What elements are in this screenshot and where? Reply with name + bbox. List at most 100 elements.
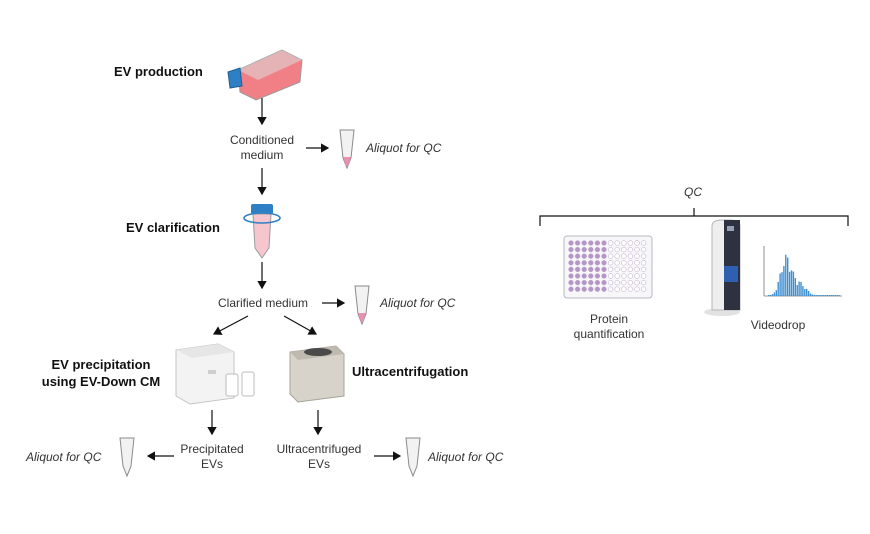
plate-well bbox=[614, 273, 620, 279]
plate-well bbox=[581, 273, 587, 279]
plate-well bbox=[627, 240, 634, 246]
plate-well bbox=[568, 286, 574, 292]
plate-well bbox=[581, 253, 587, 259]
plate-well bbox=[607, 286, 614, 292]
plate-well bbox=[581, 286, 587, 292]
plate-well bbox=[627, 246, 634, 253]
histogram-bar bbox=[838, 295, 840, 296]
centrifuge-tube-icon bbox=[243, 204, 281, 259]
plate-well bbox=[574, 260, 581, 266]
plate-well bbox=[574, 273, 581, 279]
qc-videodrop: Videodrop bbox=[750, 318, 806, 332]
plate-well bbox=[614, 266, 620, 273]
label-ev-clarification: EV clarification bbox=[126, 220, 220, 235]
histogram-bar bbox=[787, 257, 789, 296]
plate-well bbox=[614, 279, 620, 286]
microtube-icon bbox=[339, 129, 355, 170]
plate-well bbox=[594, 286, 601, 292]
plate-well bbox=[568, 253, 574, 259]
plate-well bbox=[607, 246, 614, 253]
plate-well bbox=[601, 240, 607, 246]
histogram-bar bbox=[825, 295, 827, 296]
plate-well bbox=[594, 279, 601, 286]
plate-well bbox=[568, 246, 574, 253]
plate-well bbox=[588, 253, 594, 259]
plate-well bbox=[640, 273, 647, 279]
plate-well bbox=[588, 240, 594, 246]
plate-well bbox=[574, 266, 581, 273]
plate-well bbox=[568, 260, 574, 266]
plate-well bbox=[634, 266, 640, 273]
plate-well bbox=[601, 273, 607, 279]
step-conditioned-line2: medium bbox=[240, 148, 284, 162]
step-precipitated-evs: Precipitated EVs bbox=[170, 442, 254, 472]
plate-well bbox=[588, 260, 594, 266]
plate-well bbox=[621, 286, 627, 292]
plate-well bbox=[614, 240, 620, 246]
plate-well bbox=[588, 273, 594, 279]
plate-well bbox=[607, 273, 614, 279]
plate-well bbox=[601, 260, 607, 266]
plate-well bbox=[594, 253, 601, 259]
label-ev-precipitation-line1: EV precipitation bbox=[51, 357, 151, 372]
histogram-bar bbox=[834, 295, 836, 296]
plate-well bbox=[594, 246, 601, 253]
histogram-bar bbox=[828, 295, 831, 296]
plate-well bbox=[640, 260, 647, 266]
plate-well bbox=[574, 253, 581, 259]
ultracentrifuge-icon bbox=[289, 345, 345, 403]
histogram-bar bbox=[826, 295, 829, 296]
plate-well bbox=[588, 279, 594, 286]
label-ev-precipitation: EV precipitation using EV-Down CM bbox=[36, 356, 166, 390]
plate-well bbox=[581, 240, 587, 246]
plate-well bbox=[640, 246, 647, 253]
arrow-split-right bbox=[283, 315, 318, 335]
plate-well bbox=[621, 266, 627, 273]
microtube-icon bbox=[354, 285, 370, 326]
step-conditioned-line1: Conditioned bbox=[229, 133, 295, 147]
plate-well bbox=[594, 260, 601, 266]
step-ultracentrifuged-line2: EVs bbox=[307, 457, 330, 471]
label-ultracentrifugation: Ultracentrifugation bbox=[352, 364, 469, 379]
step-ultracentrifuged-line1: Ultracentrifuged bbox=[276, 442, 362, 456]
plate-well bbox=[607, 240, 614, 246]
plate-well bbox=[640, 253, 647, 259]
histogram-bar bbox=[815, 295, 817, 296]
histogram-bar bbox=[813, 294, 815, 296]
aliquot-label-4: Aliquot for QC bbox=[428, 450, 504, 464]
plate-well bbox=[594, 240, 601, 246]
qc-bracket bbox=[539, 215, 849, 226]
label-ev-production: EV production bbox=[114, 64, 203, 79]
plate-well bbox=[568, 279, 574, 286]
qc-title: QC bbox=[684, 185, 702, 199]
plate-well bbox=[574, 279, 581, 286]
histogram-bar bbox=[817, 295, 819, 296]
plate-well bbox=[607, 253, 614, 259]
plate-well bbox=[634, 253, 640, 259]
plate-well bbox=[581, 246, 587, 253]
plate-well bbox=[601, 253, 607, 259]
histogram-bar bbox=[792, 271, 795, 296]
aliquot-label-1: Aliquot for QC bbox=[366, 141, 442, 155]
histogram-bar bbox=[804, 288, 806, 296]
histogram-bar bbox=[809, 293, 812, 296]
histogram-bar bbox=[800, 281, 802, 296]
plate-well bbox=[588, 246, 594, 253]
histogram-bar bbox=[830, 295, 833, 296]
histogram-bar bbox=[783, 266, 785, 296]
plate-well bbox=[640, 266, 647, 273]
histogram-bar bbox=[779, 273, 781, 296]
plate-well bbox=[640, 279, 647, 286]
plate-well bbox=[627, 273, 634, 279]
plate-well bbox=[614, 260, 620, 266]
plate-well bbox=[581, 266, 587, 273]
plate-well bbox=[614, 286, 620, 292]
plate-well bbox=[621, 279, 627, 286]
plate-well bbox=[627, 286, 634, 292]
histogram-bar bbox=[802, 286, 804, 296]
plate-well bbox=[640, 240, 647, 246]
plate-well bbox=[568, 266, 574, 273]
plate-well bbox=[601, 286, 607, 292]
histogram-bar bbox=[796, 284, 798, 296]
